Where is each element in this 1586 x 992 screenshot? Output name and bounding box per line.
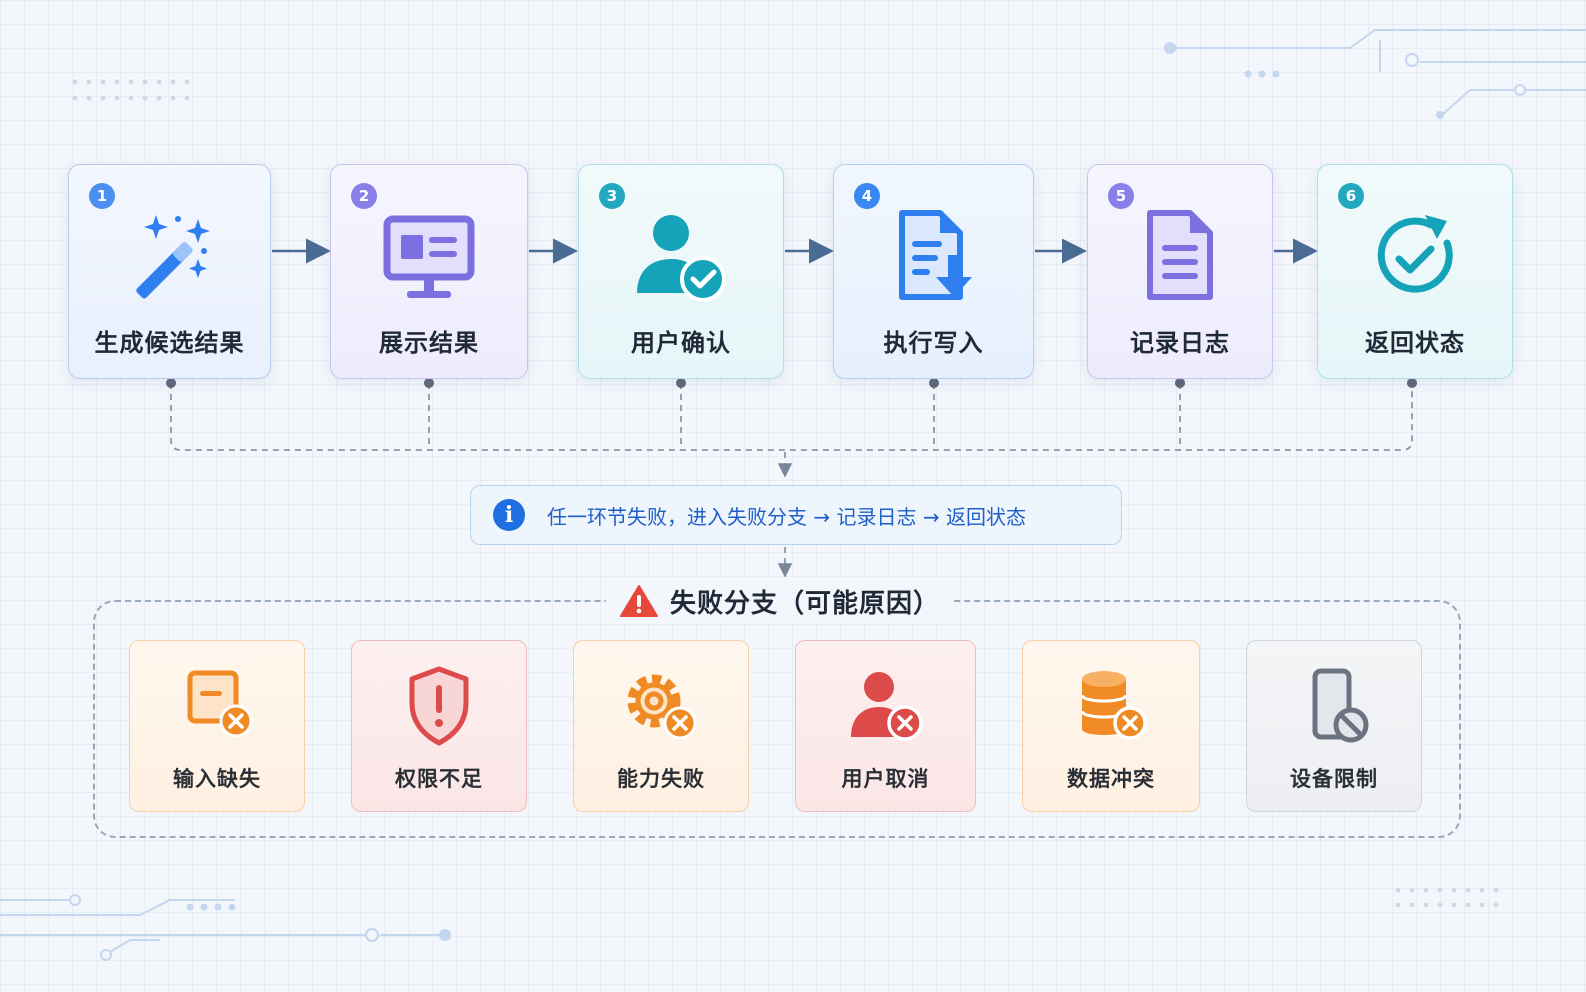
step-label-5: 记录日志 [1130,329,1230,357]
failure-label-capability-failed: 能力失败 [617,767,705,791]
failure-label-user-cancelled: 用户取消 [841,767,930,791]
document-lines-icon [1147,210,1213,300]
step-label-6: 返回状态 [1365,329,1465,357]
failure-card-device-limit: 设备限制 [1246,640,1422,812]
step-number-4: 4 [854,183,880,209]
step-number-3: 3 [599,183,625,209]
warning-icon [620,585,658,617]
magic-wand-icon [135,215,210,299]
failure-label-data-conflict: 数据冲突 [1067,767,1155,791]
monitor-icon [383,215,475,298]
database-error-icon [1080,671,1147,740]
failure-card-input-missing: 输入缺失 [129,640,305,812]
device-blocked-icon [1312,668,1369,743]
step-card-2: 2 展示结果 [330,164,528,379]
failure-branch-title-text: 失败分支（可能原因） [670,588,941,619]
step-label-1: 生成候选结果 [94,329,245,357]
failure-label-permission-denied: 权限不足 [395,767,483,791]
refresh-check-icon [1377,215,1453,293]
user-cancel-icon [850,672,923,741]
step-number-2: 2 [351,183,377,209]
step-label-3: 用户确认 [631,329,731,357]
step-card-6: 6 返回状态 [1317,164,1513,379]
failure-label-device-limit: 设备限制 [1290,767,1378,791]
step-card-3: 3 用户确认 [578,164,784,379]
dashed-collector [170,383,1413,451]
step-number-5: 5 [1108,183,1134,209]
user-check-icon [637,215,726,302]
step-label-4: 执行写入 [883,329,984,357]
gear-error-icon [627,674,697,740]
failure-card-capability-failed: 能力失败 [573,640,749,812]
failure-card-user-cancelled: 用户取消 [795,640,976,812]
info-icon: i [493,499,525,531]
step-card-5: 5 记录日志 [1087,164,1273,379]
step-label-2: 展示结果 [379,329,479,357]
step-card-4: 4 执行写入 [833,164,1034,379]
failure-note-text: 任一环节失败，进入失败分支 → 记录日志 → 返回状态 [547,504,1026,529]
document-download-icon [898,210,972,300]
step-card-1: 1 生成候选结果 [68,164,271,379]
failure-label-input-missing: 输入缺失 [173,767,261,791]
failure-card-data-conflict: 数据冲突 [1022,640,1200,812]
failure-card-permission-denied: 权限不足 [351,640,527,812]
step-number-1: 1 [89,183,115,209]
failure-note: i 任一环节失败，进入失败分支 → 记录日志 → 返回状态 [470,485,1122,545]
shield-alert-icon [409,666,469,746]
step-number-6: 6 [1338,183,1364,209]
form-error-icon [187,670,253,738]
failure-branch-title: 失败分支（可能原因） [606,580,955,622]
